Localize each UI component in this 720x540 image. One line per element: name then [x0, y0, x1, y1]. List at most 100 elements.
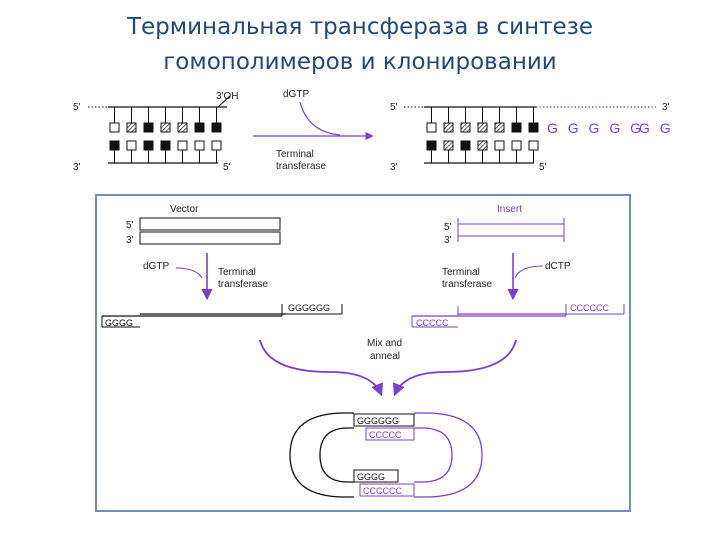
product-top-ticks [431, 107, 534, 123]
nucleotide-base [528, 140, 539, 151]
nucleotide-base [177, 140, 188, 151]
vector-top-strand [139, 217, 281, 231]
insert-strand [457, 223, 565, 237]
product-five-label: 5' [390, 102, 398, 113]
nucleotide-base [426, 122, 437, 133]
insert-c-tail-top: CCCCCC [570, 303, 609, 313]
enzyme-label-2: transferase [276, 161, 326, 172]
nucleotide-base [211, 122, 222, 133]
dgtp-curve [299, 101, 341, 136]
top-strand-bases [109, 122, 222, 133]
top-reaction-arrow: dGTP Terminal transferase [253, 89, 374, 172]
nucleotide-base [460, 122, 471, 133]
product-three-bottom-label: 3' [390, 162, 398, 173]
vector-bottom-strand [139, 231, 281, 245]
bottom-strand-bases [109, 140, 222, 151]
mix-label-1: Mix and [367, 338, 402, 349]
ring-insert-outer [414, 412, 483, 498]
nucleotide-base [109, 140, 120, 151]
product-bottom-ticks [431, 150, 534, 163]
nucleotide-base [494, 140, 505, 151]
vector-enzyme-1: Terminal [218, 267, 256, 278]
ring-g4: GGGG [357, 472, 385, 482]
tailed-insert: CCCCCC CCCCC [411, 303, 625, 328]
mix-label-2: anneal [370, 351, 400, 362]
ring-c6-box [359, 483, 415, 497]
insert-label: Insert [497, 204, 522, 215]
bottom-strand-ticks [114, 150, 217, 163]
product-five-bottom-label: 5' [539, 162, 547, 173]
top-right-duplex: 5' 3' G G G G G G G 3' 5' [390, 102, 674, 173]
mix-arrow-right [392, 339, 517, 397]
vector-five-label: 5' [126, 220, 134, 231]
nucleotide-base [211, 140, 222, 151]
ring-insert-inner [414, 427, 453, 483]
top-strand-ticks [114, 107, 217, 123]
vector-three-label: 3' [126, 235, 134, 246]
ring-c5: CCCCC [369, 430, 402, 440]
slide-title: Терминальная трансфераза в синтезе гомоп… [0, 10, 720, 80]
three-prime-label: 3' [73, 162, 81, 173]
insert-enzyme-2: transferase [442, 279, 492, 290]
ring-c6: CCCCCC [363, 486, 402, 496]
ring-g6-box [353, 413, 415, 427]
ring-vector-outer [289, 412, 354, 498]
insert-enzyme-1: Terminal [442, 267, 480, 278]
added-g-tail-end: G G [639, 120, 674, 136]
nucleotide-base [143, 122, 154, 133]
title-line-2: гомополимеров и клонировании [163, 49, 557, 75]
vector-enzyme-2: transferase [218, 279, 268, 290]
vector-label: Vector [170, 204, 199, 215]
nucleotide-base [528, 122, 539, 133]
product-bottom-bases [426, 140, 539, 151]
cloning-frame [95, 194, 631, 512]
mix-arrow-left [259, 339, 384, 397]
nucleotide-base [477, 122, 488, 133]
insert-duplex: Insert 5' 3' [444, 204, 565, 246]
insert-dctp-curve [514, 265, 544, 279]
nucleotide-base [126, 140, 137, 151]
insert-dctp-label: dCTP [545, 261, 571, 272]
nucleotide-base [477, 140, 488, 151]
insert-reaction-arrow: dCTP Terminal transferase [442, 253, 571, 301]
top-left-duplex: 5' 3'OH 3' 5' [73, 91, 238, 173]
nucleotide-base [494, 122, 505, 133]
insert-five-label: 5' [444, 222, 452, 233]
oh-lead [217, 95, 231, 108]
nucleotide-base [194, 122, 205, 133]
nucleotide-base [126, 122, 137, 133]
nucleotide-base [511, 122, 522, 133]
nucleotide-base [460, 140, 471, 151]
product-three-top-label: 3' [662, 102, 670, 113]
ring-g6: GGGGGG [357, 416, 399, 426]
five-prime-right-label: 5' [223, 162, 231, 173]
mix-anneal-arrows: Mix and anneal [259, 338, 517, 397]
ring-c5-box [365, 427, 415, 441]
ring-g4-box [353, 469, 399, 483]
nucleotide-base [426, 140, 437, 151]
vector-reaction-arrow: dGTP Terminal transferase [143, 253, 268, 301]
nucleotide-base [177, 122, 188, 133]
insert-c-tail-bottom: CCCCC [416, 318, 449, 328]
title-line-1: Терминальная трансфераза в синтезе [126, 14, 594, 40]
three-oh-label: 3'OH [216, 91, 238, 102]
product-top-bases [426, 122, 539, 133]
nucleotide-base [143, 140, 154, 151]
vector-g-tail-top: GGGGGG [288, 303, 330, 313]
recombinant-ring: GGGGGG CCCCC GGGG CCCCCC [289, 412, 483, 498]
vector-g-tail-bottom: GGGG [105, 318, 133, 328]
nucleotide-base [511, 140, 522, 151]
insert-three-label: 3' [444, 235, 452, 246]
vector-dgtp-curve [175, 267, 203, 279]
ring-vector-inner [319, 427, 354, 483]
five-prime-label: 5' [73, 102, 81, 113]
nucleotide-base [109, 122, 120, 133]
vector-duplex: Vector 5' 3' [126, 204, 281, 246]
added-g-tail: G G G G G [547, 120, 644, 136]
tailed-vector: GGGGGG GGGG [101, 303, 343, 328]
nucleotide-base [443, 140, 454, 151]
nucleotide-base [443, 122, 454, 133]
enzyme-label-1: Terminal [276, 149, 314, 160]
dgtp-label: dGTP [283, 89, 309, 100]
